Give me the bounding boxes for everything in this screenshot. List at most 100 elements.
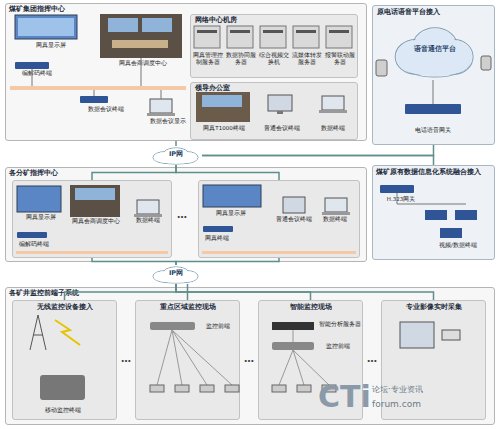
lan-bus [202,251,356,254]
camera-icon [442,330,460,340]
wire [293,350,304,385]
server-icon [440,228,462,238]
device-caption: H.323网关 [376,196,426,203]
laptop-base [319,110,347,113]
gateway-device [405,104,461,114]
wire [161,90,162,99]
device-caption: 数据终端 [129,217,167,224]
camera-icon [322,385,336,392]
device-caption: 数据会议终端 [81,106,131,113]
device-caption: 智能分析服务器 [318,321,362,328]
monitor-icon [400,322,434,348]
gateway-device [380,185,414,193]
camera-icon [150,385,164,392]
device-caption: 综合视频交换机 [258,52,290,65]
server-icon [272,322,314,330]
device-caption: 普通会议终端 [269,216,319,223]
network-link [65,284,177,300]
site-heading: 重点区域监控现场 [139,304,236,312]
network-label: IP网 [150,270,202,278]
site-box: 无线监控设备接入移动监控终端 [12,300,117,420]
device-caption: 编解码终端 [13,241,55,248]
camera-icon [297,385,311,392]
section-heading: 各分矿指挥中心 [9,169,119,177]
wire [172,330,207,385]
switch-device [272,342,314,350]
radio-tower [30,315,46,350]
lan-bus [16,251,168,254]
wire [172,330,232,385]
monitor-stand [277,111,283,114]
wire [397,204,466,205]
group-region: 煤矿集团指挥中心网真显示屏编解码终端网真会商调度中心数据会议终端数据会议显示网络… [5,3,367,141]
server-icon [425,210,447,220]
server-slot [197,30,217,33]
radio-tower [33,335,43,336]
camera-icon [225,385,239,392]
laptop-screen [150,99,172,113]
laptop-screen [325,198,347,212]
network-label: 语音通信平台 [390,46,480,54]
server-slot [230,30,250,33]
camera-icon [175,385,189,392]
server-icon [260,26,286,48]
network-link [176,284,311,300]
access-box: 煤矿原有数据信息化系统融合接入 H.323网关视频/数据终端 [372,165,495,260]
section-heading: 煤矿原有数据信息化系统融合接入 [376,168,493,176]
device-caption: 移动监控终端 [28,407,98,414]
server-slot [296,30,316,33]
device-caption: 报警联动服务器 [324,52,356,65]
device-caption: 监控前端 [198,323,238,330]
server-slot [329,30,349,33]
room-photo [100,14,182,58]
mobile-camera [40,375,85,400]
section-heading: 各矿井监控前端子系统 [9,289,129,297]
network-link [92,258,176,265]
switch-device [150,322,195,330]
display-screen [203,185,261,207]
camera-icon [200,385,214,392]
network-link [202,156,434,166]
site-box: 智能监控现场智能分析服务器监控前端 [258,300,363,420]
network-link [187,284,189,300]
device-caption: 数据终端 [311,125,355,132]
laptop-screen [322,96,344,110]
device-caption: 网真显示屏 [26,42,76,49]
wireless-bolt [55,320,80,345]
network-cloud: IP网 [150,265,202,284]
server-slot [263,30,283,33]
screen-glass [18,18,74,36]
network-link [92,165,176,180]
room-photo [70,185,120,217]
site-box: 重点区域监控现场监控前端 [135,300,240,420]
device-caption: 流媒体转发服务器 [291,52,323,65]
site-box: 专业影像实时采集 [381,300,486,420]
wire [397,193,398,204]
network-label: IP网 [150,151,202,159]
network-link [176,258,279,265]
wire [172,330,182,385]
group-region: 各矿井监控前端子系统无线监控设备接入移动监控终端重点区域监控现场监控前端智能监控… [5,287,495,425]
laptop-base [322,212,350,215]
device-caption: 视频/数据终端 [423,242,493,249]
section-heading: 煤矿集团指挥中心 [9,5,119,13]
server-icon [227,26,253,48]
device-caption: 网真T1000终端 [193,125,255,132]
network-link [202,145,434,156]
device-caption: 数据协同服务器 [225,52,257,65]
laptop-screen [137,200,159,214]
section-heading: 领导办公室 [195,84,295,92]
site-box: 领导办公室网真T1000终端普通会议终端数据终端 [190,82,358,140]
section-heading: 网络中心机房 [195,16,295,24]
site-box: 网真显示屏网真终端普通会议终端数据终端 [198,180,360,258]
codec-device [15,62,49,69]
terminal-device [203,226,233,232]
network-cloud: IP网 [150,146,202,165]
room-screen [202,95,242,107]
access-box: 原电话语音平台接入电话语音网关语音通信平台 [372,5,495,145]
server-icon [455,210,477,220]
server-icon [326,26,352,48]
display-screen [15,15,77,39]
